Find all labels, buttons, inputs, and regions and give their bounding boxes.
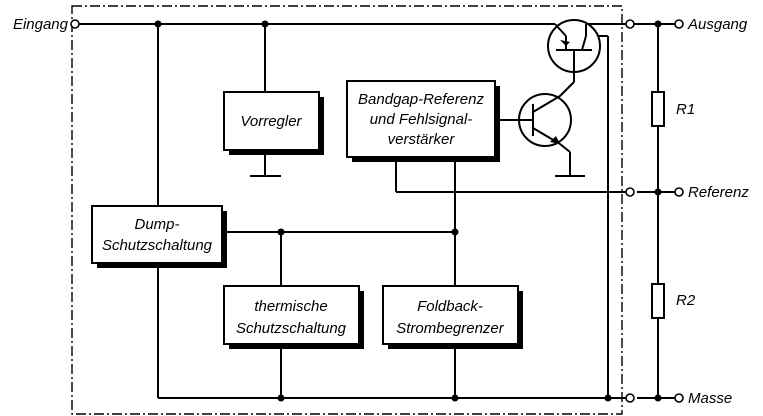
bandgap-block: Bandgap-Referenz und Fehlsignal- verstär…: [346, 80, 658, 286]
input-label: Eingang: [13, 16, 69, 33]
resistor-r1: [651, 91, 665, 127]
ic-boundary-frame: [71, 5, 623, 415]
preregulator-label: Vorregler: [240, 113, 302, 130]
error-amp-transistor: [500, 81, 585, 177]
reference-label: Referenz: [688, 184, 749, 201]
output-bus: [586, 20, 675, 402]
bandgap-label-3: verstärker: [388, 131, 456, 148]
output-terminal: [674, 19, 684, 29]
input-rail: [75, 20, 567, 206]
foldback-limiter-block: Foldback- Strombegrenzer: [382, 285, 523, 398]
foldback-label-2: Strombegrenzer: [396, 320, 505, 337]
ground-rail: [158, 35, 658, 402]
output-transistor: [547, 19, 601, 82]
ground-pin: [625, 393, 635, 403]
reference-pin: [625, 187, 635, 197]
input-terminal: [70, 19, 80, 29]
dump-label-2: Schutzschaltung: [102, 237, 213, 254]
thermal-label-2: Schutzschaltung: [236, 320, 347, 337]
dump-label-1: Dump-: [134, 216, 179, 233]
thermal-protection-block: thermische Schutzschaltung: [223, 232, 364, 398]
r1-label: R1: [676, 101, 695, 118]
ground-label: Masse: [688, 390, 732, 407]
output-label: Ausgang: [687, 16, 748, 33]
dump-protection-block: Dump- Schutzschaltung: [91, 205, 459, 398]
reference-terminal: [674, 187, 684, 197]
resistor-r2: [651, 283, 665, 319]
ground-terminal: [674, 393, 684, 403]
r2-label: R2: [676, 292, 696, 309]
thermal-label-1: thermische: [254, 298, 327, 315]
bandgap-label-1: Bandgap-Referenz: [358, 91, 484, 108]
preregulator-block: Vorregler: [223, 91, 324, 177]
bandgap-label-2: und Fehlsignal-: [370, 111, 473, 128]
output-pin: [625, 19, 635, 29]
foldback-label-1: Foldback-: [417, 298, 483, 315]
